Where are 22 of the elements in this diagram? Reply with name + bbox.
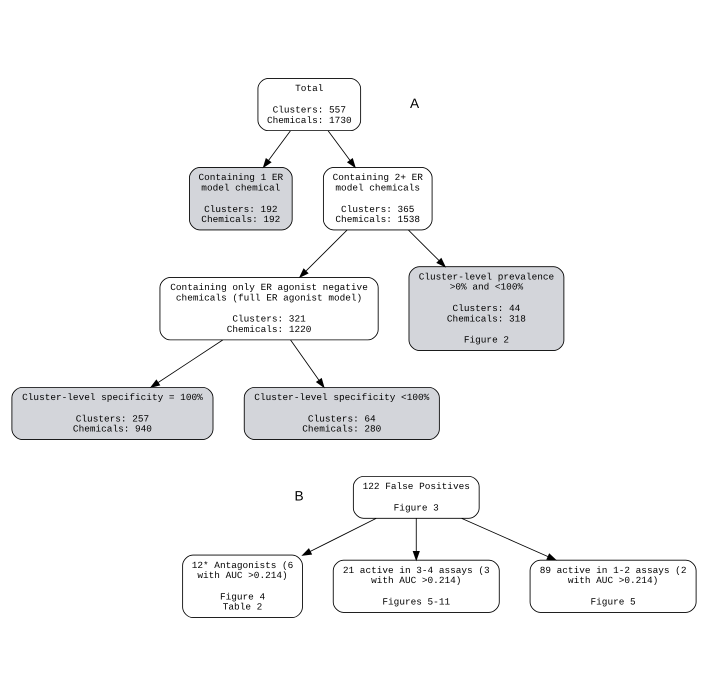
label: A xyxy=(410,96,420,111)
arrow xyxy=(150,339,224,388)
node-box: Containing 2+ ER model chemicals Clusters: 365 Chemicals: 1538 xyxy=(322,167,433,230)
label: B xyxy=(294,488,304,504)
node-box: Cluster-level specificity <100% Clusters: 64 Chemicals: 280 xyxy=(244,386,440,440)
node-box: Containing only ER agonist negative chemicals (full ER agonist model) Clusters: 321 Chemicals: 1220 xyxy=(160,276,379,340)
node-box: 12* Antagonists (6 with AUC >0.214) Figure 4 Table 2 xyxy=(182,554,303,618)
arrow xyxy=(298,230,348,278)
arrow xyxy=(408,230,446,268)
arrow xyxy=(262,130,291,168)
arrow xyxy=(290,339,325,388)
node-box: Cluster-level prevalence >0% and <100% Clusters: 44 Chemicals: 318 Figure 2 xyxy=(408,266,564,351)
node-box: 122 False Positives Figure 3 xyxy=(352,476,480,519)
node-box: 21 active in 3-4 assays (3 with AUC >0.214) Figures 5-11 xyxy=(332,560,500,613)
node-box: Total Clusters: 557 Chemicals: 1730 xyxy=(258,78,362,132)
node-box: Containing 1 ER model chemical Clusters: 192 Chemicals: 192 xyxy=(189,167,293,230)
arrow xyxy=(328,130,356,168)
arrow xyxy=(461,518,558,561)
node-box: Cluster-level specificity = 100% Clusters: 257 Chemicals: 940 xyxy=(11,386,214,440)
node-box: 89 active in 1-2 assays (2 with AUC >0.214) Figure 5 xyxy=(530,560,697,613)
arrow xyxy=(301,518,377,556)
arrow xyxy=(412,518,420,562)
